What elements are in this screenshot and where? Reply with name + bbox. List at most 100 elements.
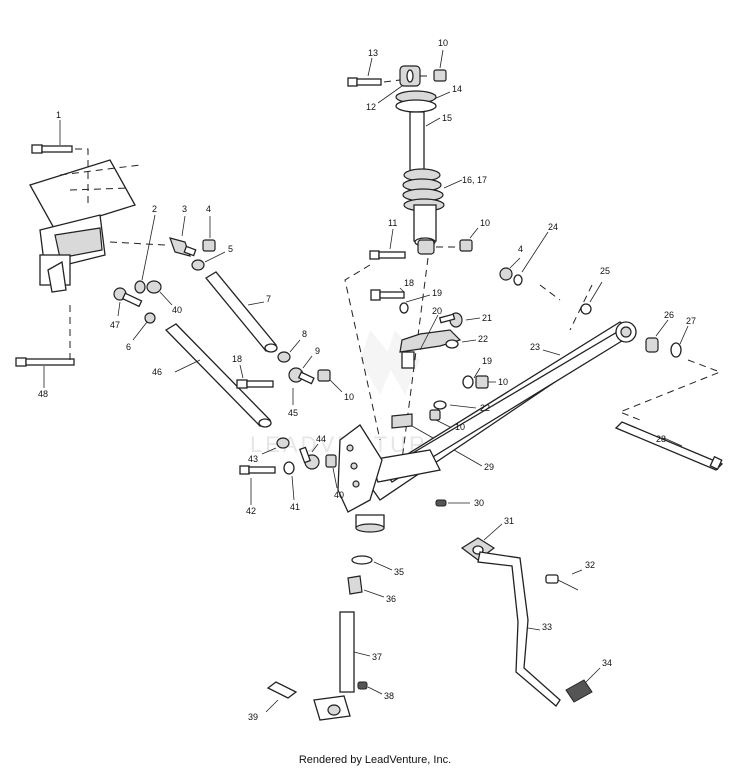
callout-9: 9 — [315, 346, 320, 356]
part-18-bolt-a — [236, 364, 274, 389]
part-46-tie-rod — [164, 323, 272, 428]
callout-18b: 18 — [404, 278, 414, 288]
callout-10b: 10 — [480, 218, 490, 228]
callout-4a: 4 — [206, 204, 211, 214]
callout-5: 5 — [228, 244, 233, 254]
part-43-nut — [261, 437, 290, 455]
part-21-ball-joint — [438, 312, 481, 328]
part-39-spacer — [265, 681, 298, 713]
callout-2: 2 — [152, 204, 157, 214]
callout-20: 20 — [432, 306, 442, 316]
part-10-nut-a — [317, 369, 343, 393]
callout-8: 8 — [302, 329, 307, 339]
callout-10a: 10 — [438, 38, 448, 48]
part-23-a-arm — [365, 321, 637, 501]
callout-39: 39 — [248, 712, 258, 722]
callout-42: 42 — [246, 506, 256, 516]
part-48-bolt — [15, 300, 75, 388]
callout-3: 3 — [182, 204, 187, 214]
part-22-washer-a — [445, 339, 477, 349]
part-5-nut — [191, 251, 226, 271]
part-22-washer-b — [433, 400, 477, 410]
callout-22b: 22 — [480, 403, 490, 413]
callout-46: 46 — [152, 367, 162, 377]
part-18-bolt-b — [370, 287, 405, 301]
callout-47: 47 — [110, 320, 120, 330]
part-13-bolt — [347, 57, 382, 87]
part-10-nut-e — [429, 409, 453, 429]
part-19-washer-b — [462, 367, 481, 389]
part-36-bushing — [347, 575, 385, 598]
part-34-end-block — [565, 667, 601, 703]
part-42-bolt — [239, 465, 276, 505]
part-12-top-mount — [377, 65, 432, 104]
callout-24: 24 — [548, 222, 558, 232]
callout-28: 28 — [656, 434, 666, 444]
part-37-spindle-shaft — [339, 611, 371, 693]
part-2-bushing — [134, 214, 156, 294]
footer-credit: Rendered by LeadVenture, Inc. — [298, 754, 452, 766]
callout-36: 36 — [386, 594, 396, 604]
callout-44: 44 — [316, 434, 326, 444]
callout-18a: 18 — [232, 354, 242, 364]
part-26-bushing — [645, 319, 669, 353]
callout-35: 35 — [394, 567, 404, 577]
part-3-ball-joint — [109, 215, 197, 257]
part-10-nut-d — [475, 375, 496, 389]
callout-31: 31 — [504, 516, 514, 526]
part-19-washer-a — [399, 294, 431, 314]
part-25-washer — [539, 281, 603, 331]
callout-22a: 22 — [478, 334, 488, 344]
part-4-nut-b — [499, 257, 521, 281]
callout-27: 27 — [686, 316, 696, 326]
part-11-bolt — [369, 228, 406, 260]
callout-40b: 40 — [334, 490, 344, 500]
part-47-ball-joint — [113, 287, 143, 317]
callout-15: 15 — [442, 113, 452, 123]
callout-30: 30 — [474, 498, 484, 508]
callout-43: 43 — [248, 454, 258, 464]
callout-29: 29 — [484, 462, 494, 472]
part-40-nut-b — [325, 454, 338, 489]
callout-19b: 19 — [482, 356, 492, 366]
callout-13: 13 — [368, 48, 378, 58]
part-24-washer — [513, 231, 549, 286]
frame-section — [29, 159, 141, 293]
part-35-washer — [351, 555, 393, 571]
callout-37: 37 — [372, 652, 382, 662]
callout-19a: 19 — [432, 288, 442, 298]
callout-10d: 10 — [498, 377, 508, 387]
steering-knuckle — [313, 695, 351, 721]
part-15-shock-body — [409, 111, 441, 173]
callout-32: 32 — [585, 560, 595, 570]
callout-10e: 10 — [455, 422, 465, 432]
part-44-ball-joint — [298, 443, 320, 470]
callout-10c: 10 — [344, 392, 354, 402]
callout-labels: 1 2 3 4 4 5 6 7 8 9 10 10 10 10 10 11 12… — [38, 38, 696, 722]
callout-34: 34 — [602, 658, 612, 668]
callout-14: 14 — [452, 84, 462, 94]
part-27-ring — [618, 325, 722, 421]
callout-11: 11 — [388, 218, 397, 228]
part-4-nut — [202, 216, 216, 252]
spindle-bracket — [337, 424, 385, 533]
part-38-grease-fitting — [357, 681, 383, 695]
part-32-pin — [545, 569, 583, 591]
part-30-grease-fitting — [435, 499, 470, 507]
callout-21: 21 — [482, 313, 492, 323]
callout-48: 48 — [38, 389, 48, 399]
part-9-ball-joint — [288, 355, 315, 385]
callout-7: 7 — [266, 294, 271, 304]
part-6-nut — [132, 312, 156, 341]
callout-1: 1 — [56, 110, 61, 120]
part-10-nut-b — [433, 49, 447, 82]
part-28-pin — [614, 421, 724, 471]
callout-16-17: 16, 17 — [462, 175, 487, 185]
callout-38: 38 — [384, 691, 394, 701]
part-14-spring-retainer — [395, 90, 451, 113]
callout-45: 45 — [288, 408, 298, 418]
part-41-washer — [283, 461, 295, 501]
callout-25: 25 — [600, 266, 610, 276]
part-33-steering-lever — [477, 551, 561, 707]
